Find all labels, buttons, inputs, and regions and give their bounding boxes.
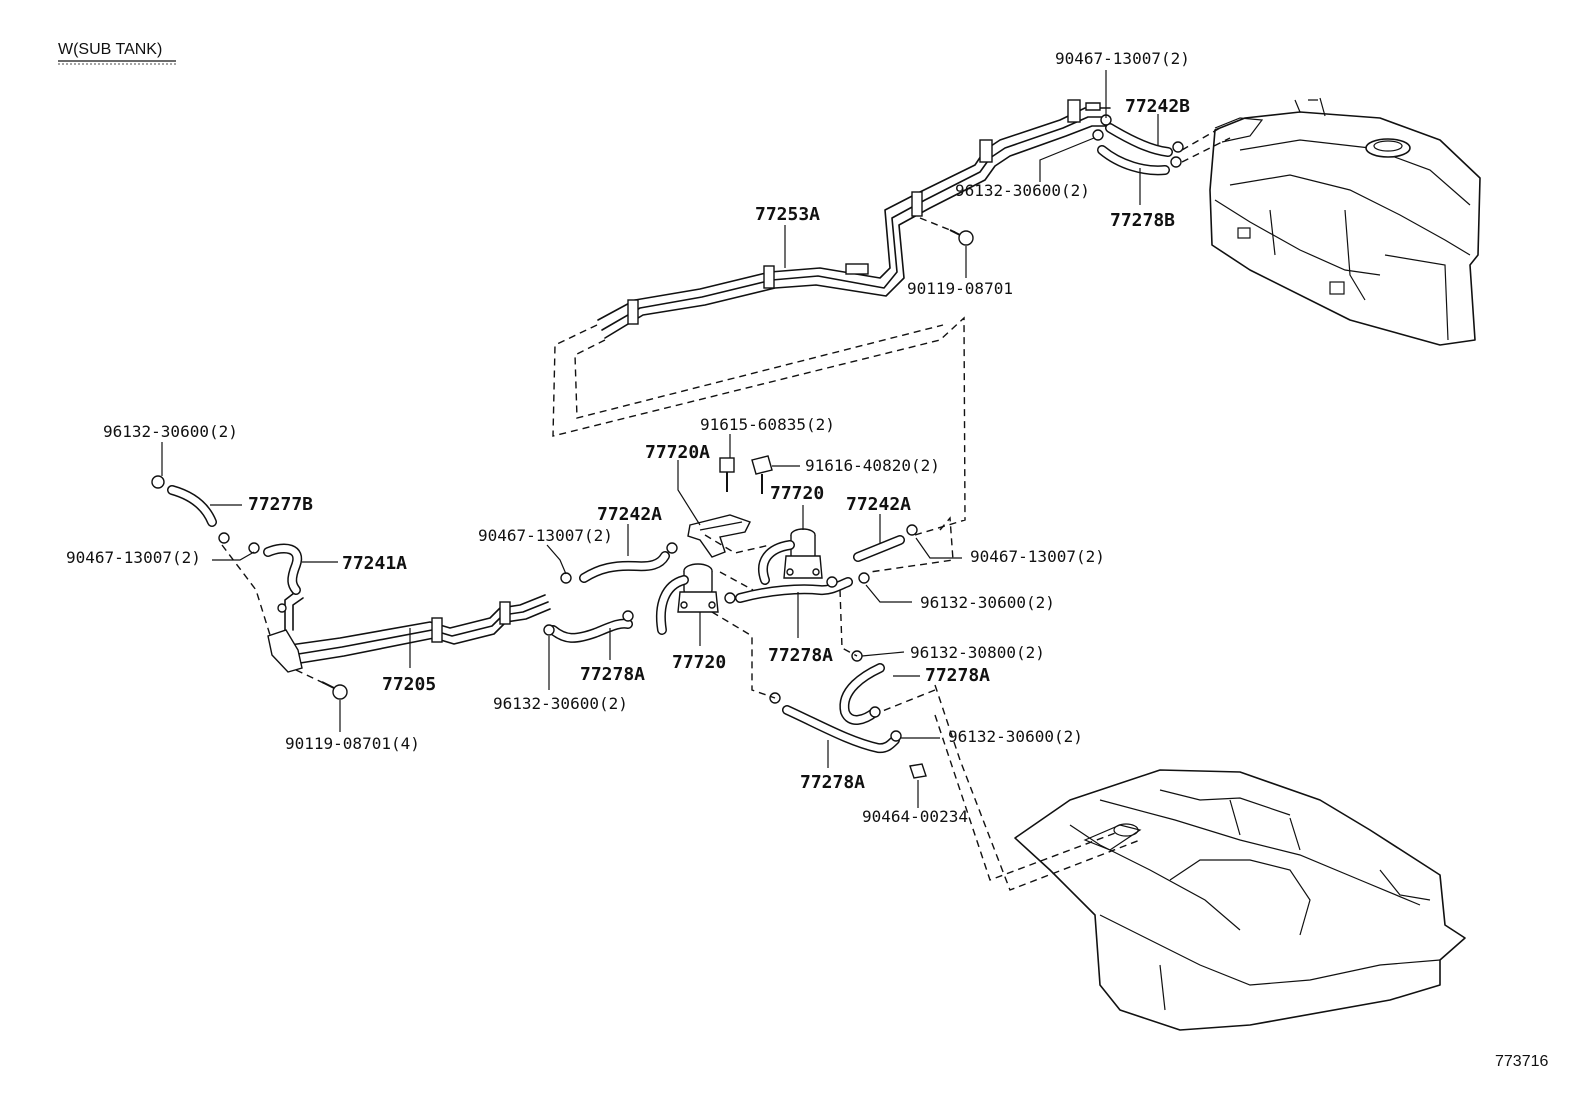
hose-77242A-right bbox=[853, 535, 905, 562]
label-96132-right: 96132-30600(2) bbox=[920, 593, 1055, 612]
dash-left bbox=[221, 544, 271, 636]
sub-tank bbox=[1209, 97, 1481, 346]
route-dash-upper bbox=[552, 316, 966, 536]
route-dash-right bbox=[869, 516, 954, 573]
label-77205: 77205 bbox=[382, 674, 436, 695]
hose-77278A-right bbox=[839, 663, 885, 725]
hose-77278A-mid bbox=[735, 577, 853, 603]
hose-valve-loop bbox=[758, 540, 795, 585]
label-77278A-bottom: 77278A bbox=[800, 772, 865, 793]
label-96132-30800: 96132-30800(2) bbox=[910, 643, 1045, 662]
dash-to-subtank-2 bbox=[1181, 137, 1231, 163]
label-90467-left2: 90467-13007(2) bbox=[478, 526, 613, 545]
hose-valve-lower-left bbox=[655, 575, 689, 635]
label-77278A-low: 77278A bbox=[580, 664, 645, 685]
label-91616: 91616-40820(2) bbox=[805, 456, 940, 475]
diagram-header: W(SUB TANK) bbox=[58, 41, 162, 58]
label-77277B: 77277B bbox=[248, 494, 313, 515]
dash-to-maintank-3 bbox=[879, 689, 936, 713]
clamps-left bbox=[151, 475, 287, 613]
label-77720-upper: 77720 bbox=[770, 483, 824, 504]
figure-id: 773716 bbox=[1495, 1053, 1548, 1070]
hose-77278B bbox=[1097, 145, 1170, 176]
hose-77278A-bottom bbox=[782, 705, 900, 754]
dash-valve-d bbox=[839, 589, 858, 657]
bracket-77720A bbox=[687, 514, 751, 558]
label-96132-low: 96132-30600(2) bbox=[493, 694, 628, 713]
screw-91616-icon bbox=[751, 455, 773, 494]
dash-valve-c bbox=[711, 611, 776, 699]
leader-lines bbox=[161, 70, 1159, 808]
label-90467-left: 90467-13007(2) bbox=[66, 548, 201, 567]
label-77242B: 77242B bbox=[1125, 96, 1190, 117]
hose-77242B bbox=[1105, 123, 1173, 157]
label-77253A: 77253A bbox=[755, 204, 820, 225]
valve-77720-upper-icon bbox=[783, 528, 823, 579]
label-77720-lower: 77720 bbox=[672, 652, 726, 673]
clamps-upper-right bbox=[1092, 114, 1184, 168]
fuel-pipe-77205 bbox=[267, 589, 551, 673]
label-96132-left: 96132-30600(2) bbox=[103, 422, 238, 441]
label-77242A-mid: 77242A bbox=[597, 504, 662, 525]
label-77278A-right: 77278A bbox=[925, 665, 990, 686]
bolt-90119-top-icon bbox=[919, 217, 974, 246]
label-90119-left: 90119-08701(4) bbox=[285, 734, 420, 753]
label-90467-right: 90467-13007(2) bbox=[970, 547, 1105, 566]
hose-77277B bbox=[167, 485, 217, 527]
hose-77242A-mid bbox=[579, 551, 670, 583]
route-dash-upper-inner bbox=[574, 324, 944, 419]
label-77278A-mid: 77278A bbox=[768, 645, 833, 666]
dash-to-subtank bbox=[1181, 127, 1221, 151]
label-96132-top: 96132-30600(2) bbox=[955, 181, 1090, 200]
hose-77241A bbox=[263, 543, 303, 595]
screw-91615-icon bbox=[719, 457, 735, 492]
dash-valve-b bbox=[719, 571, 754, 591]
label-77242A-right: 77242A bbox=[846, 494, 911, 515]
clip-90464-icon bbox=[909, 763, 927, 779]
dash-to-maintank-2 bbox=[934, 714, 1119, 881]
label-77241A: 77241A bbox=[342, 553, 407, 574]
label-77278B: 77278B bbox=[1110, 210, 1175, 231]
fuel-pipe-77253A bbox=[597, 99, 1113, 339]
valve-77720-lower-icon bbox=[677, 563, 719, 613]
label-90464: 90464-00234 bbox=[862, 807, 968, 826]
label-77720A: 77720A bbox=[645, 442, 710, 463]
label-90467-top: 90467-13007(2) bbox=[1055, 49, 1190, 68]
dash-to-maintank bbox=[934, 684, 1141, 891]
hose-77278A-low bbox=[548, 618, 633, 643]
label-91615: 91615-60835(2) bbox=[700, 415, 835, 434]
bolt-90119-left-icon bbox=[295, 669, 348, 700]
label-96132-lowright: 96132-30600(2) bbox=[948, 727, 1083, 746]
main-tank bbox=[1014, 769, 1466, 1031]
label-90119-top: 90119-08701 bbox=[907, 279, 1013, 298]
